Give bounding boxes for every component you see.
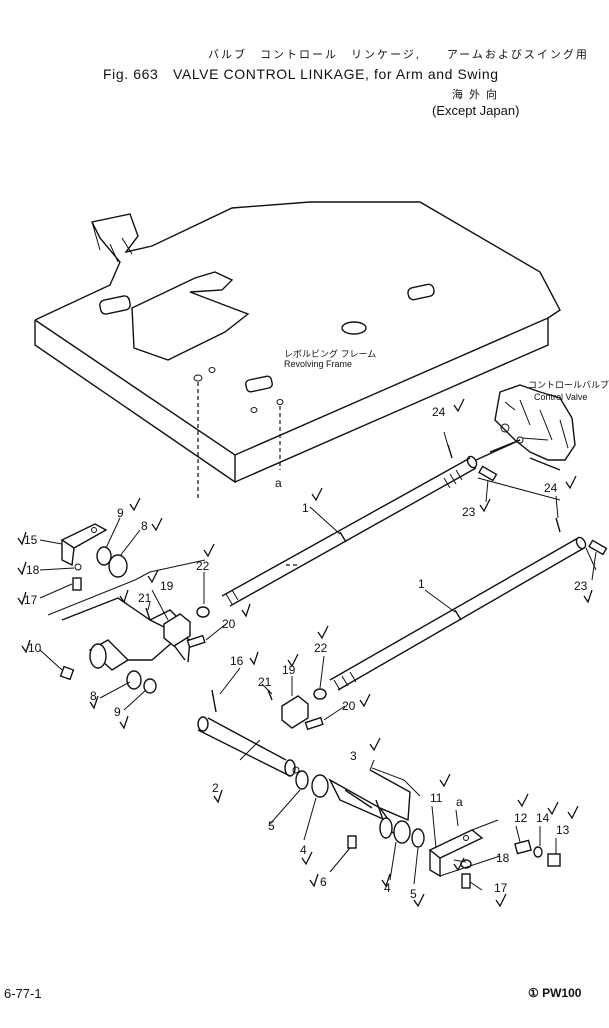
- grease-fitting-6: [347, 835, 357, 849]
- callout-2: 2: [212, 781, 219, 795]
- callout-11: 11: [430, 791, 443, 805]
- clevis-19-upper: [163, 606, 210, 649]
- ref-letter-a-2: a: [456, 795, 463, 809]
- callout-18: 18: [496, 851, 510, 865]
- pin-16: [211, 689, 217, 713]
- callout-19: 19: [160, 579, 174, 593]
- pin-23-upper: [478, 465, 498, 482]
- callout-14: 14: [536, 811, 550, 825]
- callout-9: 9: [114, 705, 121, 719]
- callout-5: 5: [268, 819, 275, 833]
- callout-18: 18: [26, 563, 40, 577]
- callout-10: 10: [28, 641, 42, 655]
- revolving-frame-jp-label: レボルビング フレーム: [284, 348, 376, 359]
- callout-1: 1: [302, 501, 309, 515]
- bushing-4-left: [311, 774, 329, 798]
- callout-16: 16: [230, 654, 244, 668]
- callout-17: 17: [494, 881, 508, 895]
- japanese-except-note: 海外向: [452, 89, 503, 101]
- rod-1-lower: [329, 536, 587, 691]
- bolt-12: [514, 839, 532, 855]
- cotter-pins-24: [447, 444, 561, 533]
- callout-8: 8: [141, 519, 148, 533]
- bushing-5-right: [411, 828, 425, 848]
- hand-check-marks: [17, 398, 593, 908]
- japanese-title: バルブ コントロール リンケージ, アームおよびスイング用: [208, 49, 589, 61]
- bushing-5-left: [295, 770, 309, 790]
- callout-3: 3: [350, 749, 357, 763]
- clevis-19-lower: [281, 688, 327, 731]
- callout-20: 20: [222, 617, 236, 631]
- control-valve-jp-label: コントロールバルブ: [528, 379, 609, 390]
- callout-12: 12: [514, 811, 528, 825]
- nut-13: [547, 853, 561, 867]
- pin-23-lower: [588, 539, 608, 556]
- tube-3: [328, 769, 411, 839]
- callout-22: 22: [314, 641, 328, 655]
- callout-17: 17: [24, 593, 38, 607]
- callout-6: 6: [320, 875, 327, 889]
- ref-letter-a: a: [275, 476, 282, 490]
- callout-8: 8: [90, 689, 97, 703]
- washer-14: [533, 846, 543, 858]
- left-bracket-assembly: [59, 523, 191, 694]
- callout-15: 15: [24, 533, 38, 547]
- rod-1-upper: [221, 439, 521, 607]
- callout-5: 5: [410, 887, 417, 901]
- callout-21: 21: [138, 591, 152, 605]
- bushing-4-right: [393, 820, 411, 844]
- callout-4: 4: [384, 881, 391, 895]
- callout-24: 24: [544, 481, 558, 495]
- callout-22: 22: [196, 559, 210, 573]
- callout-20: 20: [342, 699, 356, 713]
- callout-9: 9: [117, 506, 124, 520]
- callout-21: 21: [258, 675, 272, 689]
- callout-1: 1: [418, 577, 425, 591]
- leader-lines: [39, 431, 597, 891]
- cotter-pins-21: [145, 607, 273, 701]
- figure-title: Fig. 663 VALVE CONTROL LINKAGE, for Arm …: [103, 66, 499, 82]
- callout-numbers: 1 1 2 3 4 4 5 5 6 8 8 9 9 10 11 12 13 14…: [24, 405, 588, 901]
- page-reference: 6-77-1: [4, 986, 42, 1001]
- callout-4: 4: [300, 843, 307, 857]
- callout-23: 23: [462, 505, 476, 519]
- callout-24: 24: [432, 405, 446, 419]
- bracket-11: [428, 829, 484, 889]
- shaft-2: [197, 689, 300, 777]
- callout-23: 23: [574, 579, 588, 593]
- callout-13: 13: [556, 823, 570, 837]
- except-japan-note: (Except Japan): [432, 103, 520, 118]
- model-code: ① PW100: [528, 986, 582, 1000]
- control-valve-label: Control Valve: [534, 392, 587, 402]
- revolving-frame: [34, 201, 561, 484]
- callout-19: 19: [282, 663, 296, 677]
- revolving-frame-label: Revolving Frame: [284, 359, 352, 369]
